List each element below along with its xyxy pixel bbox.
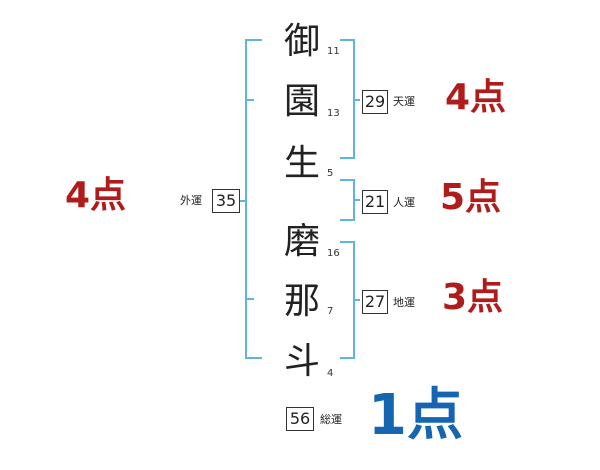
name-char-4: 磨	[283, 221, 320, 262]
jinun-score: 5点	[440, 177, 502, 218]
tenun-value-box: 29	[362, 90, 388, 114]
left-bracket	[240, 39, 262, 359]
name-char-3: 生	[283, 143, 320, 184]
souun-value-box: 56	[286, 407, 314, 431]
name-char-1: 御	[283, 21, 320, 62]
gaiun-score: 4点	[65, 175, 127, 216]
right-bracket-chiun	[340, 241, 360, 359]
name-char-2: 園	[283, 81, 320, 122]
gaiun-value-box: 35	[212, 189, 240, 213]
souun-label: 総運	[320, 413, 342, 426]
tenun-label: 天運	[393, 95, 415, 108]
chiun-value-box: 27	[362, 290, 388, 314]
right-bracket-tenun	[340, 39, 360, 159]
gaiun-label: 外運	[180, 194, 202, 207]
chiun-label: 地運	[393, 296, 415, 309]
stroke-count-5: 7	[327, 306, 334, 317]
jinun-value-box: 21	[362, 190, 388, 214]
tenun-score: 4点	[445, 77, 507, 118]
stroke-count-2: 13	[327, 108, 340, 119]
stroke-count-1: 11	[327, 46, 340, 57]
souun-score: 1点	[368, 383, 463, 448]
stroke-count-3: 5	[327, 168, 334, 179]
stroke-count-6: 4	[327, 368, 334, 379]
stroke-count-4: 16	[327, 248, 340, 259]
name-char-5: 那	[283, 281, 320, 322]
right-bracket-jinun	[340, 179, 360, 221]
chiun-score: 3点	[442, 277, 504, 318]
jinun-label: 人運	[393, 196, 415, 209]
name-char-6: 斗	[283, 341, 320, 382]
